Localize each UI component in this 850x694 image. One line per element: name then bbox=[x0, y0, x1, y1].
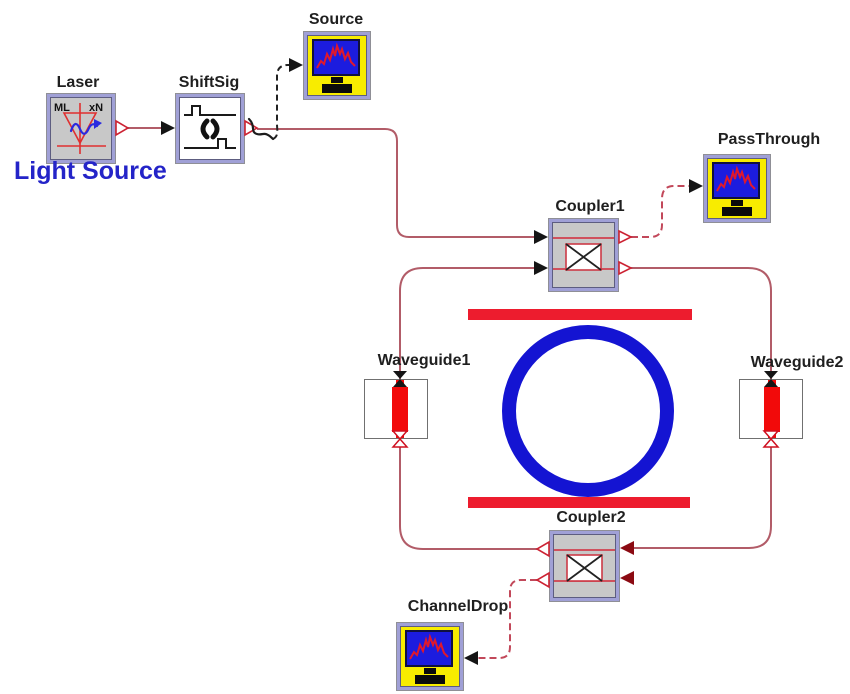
waveguide1-bottom-port-bowtie bbox=[391, 430, 409, 441]
wire-coupler2-to-channeldrop-monitor[interactable] bbox=[478, 579, 537, 659]
coupler1-input1-arrow bbox=[534, 230, 548, 244]
shiftsig-output-port bbox=[244, 119, 259, 137]
coupler-icon bbox=[554, 549, 615, 582]
passthrough-label: PassThrough bbox=[717, 131, 821, 148]
coupler1-output1-port bbox=[618, 229, 633, 245]
coupler2-input2-arrow bbox=[620, 571, 634, 585]
channeldrop-label: ChannelDrop bbox=[407, 598, 509, 615]
laser-block[interactable]: ML xN bbox=[50, 97, 112, 160]
waveguide2-label: Waveguide2 bbox=[750, 354, 844, 371]
passthrough-monitor-input-arrow bbox=[689, 179, 703, 193]
signal-type-squiggle-icon bbox=[247, 117, 275, 141]
light-source-annotation: Light Source bbox=[14, 157, 167, 185]
coupler2-label: Coupler2 bbox=[556, 509, 626, 526]
waveguide2-bottom-port-bowtie bbox=[762, 437, 780, 448]
spectrum-monitor-icon bbox=[312, 39, 360, 93]
waveguide1-top-port-bowtie bbox=[393, 379, 407, 387]
passthrough-monitor-block[interactable] bbox=[707, 158, 767, 219]
spectrum-monitor-icon bbox=[712, 162, 760, 216]
shiftsig-input-arrow bbox=[161, 121, 175, 135]
wire-shiftsig-to-source-monitor[interactable] bbox=[272, 64, 289, 140]
waveguide2-top-port-bowtie bbox=[764, 371, 778, 379]
channeldrop-monitor-block[interactable] bbox=[400, 626, 460, 687]
coupler-icon bbox=[553, 237, 614, 271]
coupler1-block[interactable] bbox=[552, 222, 615, 288]
source-monitor-input-arrow bbox=[289, 58, 303, 72]
waveguide2-top-port-bowtie bbox=[764, 379, 778, 387]
coupling-bar-top bbox=[468, 309, 692, 320]
laser-icon: ML xN bbox=[54, 102, 106, 154]
coupler1-label: Coupler1 bbox=[555, 198, 625, 215]
shiftsig-label: ShiftSig bbox=[178, 74, 240, 91]
laser-label: Laser bbox=[56, 74, 100, 91]
source-monitor-block[interactable] bbox=[307, 35, 367, 96]
source-label: Source bbox=[308, 11, 364, 28]
coupler2-block[interactable] bbox=[553, 534, 616, 598]
waveguide1-label: Waveguide1 bbox=[377, 352, 471, 369]
wire-shiftsig-to-coupler1[interactable] bbox=[257, 128, 534, 238]
laser-output-port bbox=[115, 119, 130, 137]
coupler1-input2-arrow bbox=[534, 261, 548, 275]
svg-text:ML: ML bbox=[54, 102, 70, 114]
ring-resonator-circle bbox=[502, 325, 674, 497]
coupler1-output2-port bbox=[618, 260, 633, 276]
shiftsig-block[interactable] bbox=[179, 97, 241, 160]
channeldrop-monitor-input-arrow bbox=[464, 651, 478, 665]
wire-coupler1-to-passthrough-monitor[interactable] bbox=[631, 185, 689, 238]
spectrum-monitor-icon bbox=[405, 630, 453, 684]
waveguide2-bottom-port-bowtie bbox=[762, 430, 780, 441]
waveguide1-bottom-port-bowtie bbox=[391, 437, 409, 448]
svg-text:xN: xN bbox=[89, 102, 103, 114]
coupler2-input1-arrow bbox=[620, 541, 634, 555]
coupler2-output2-port bbox=[535, 571, 550, 589]
waveguide1-top-port-bowtie bbox=[393, 371, 407, 379]
shift-signal-icon bbox=[184, 105, 236, 149]
coupling-bar-bottom bbox=[468, 497, 690, 508]
coupler2-output1-port bbox=[535, 540, 550, 558]
